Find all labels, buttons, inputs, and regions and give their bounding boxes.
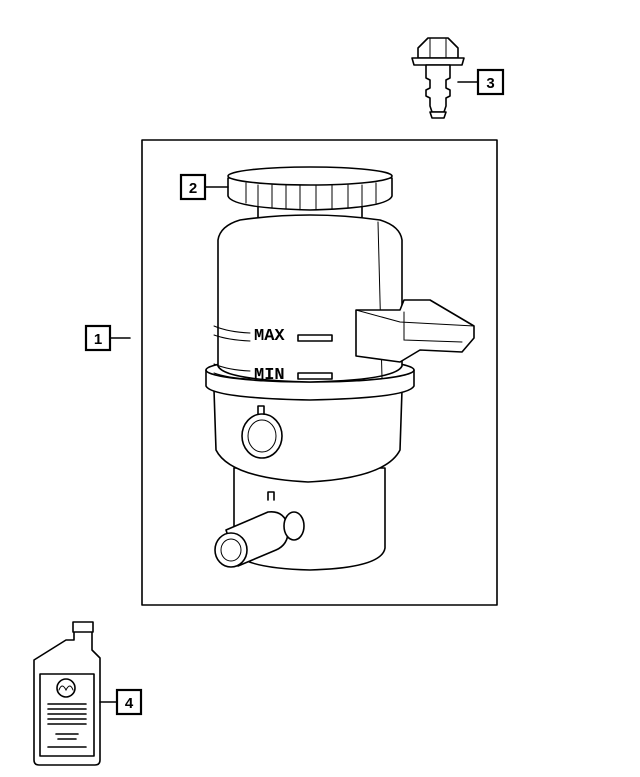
callout-3-label: 3 bbox=[486, 75, 494, 92]
callout-3[interactable]: 3 bbox=[476, 68, 505, 96]
callout-4-label: 4 bbox=[125, 695, 134, 712]
callout-4[interactable]: 4 bbox=[115, 688, 143, 716]
callout-1-label: 1 bbox=[94, 331, 102, 348]
reservoir-illustration bbox=[205, 214, 475, 571]
bolt-illustration bbox=[411, 37, 465, 119]
max-marking: MAX bbox=[254, 327, 285, 346]
assembly-frame bbox=[141, 139, 498, 606]
callout-2-label: 2 bbox=[189, 180, 197, 197]
min-marking: MIN bbox=[254, 366, 285, 385]
callout-2[interactable]: 2 bbox=[179, 173, 207, 201]
callout-1[interactable]: 1 bbox=[84, 324, 112, 352]
fluid-bottle-illustration bbox=[33, 621, 101, 766]
